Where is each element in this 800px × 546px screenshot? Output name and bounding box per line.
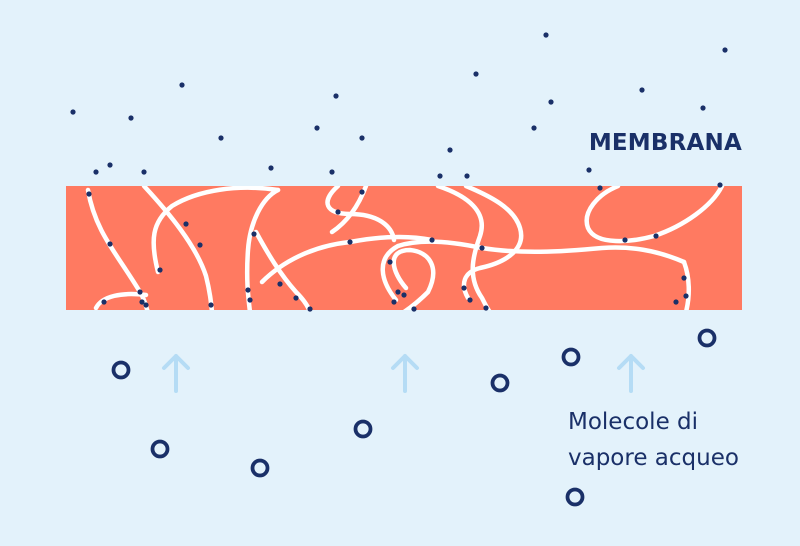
particle-dot-26 (86, 191, 92, 197)
up-arrow-icon-path-3 (617, 354, 645, 393)
particle-dot-7 (359, 135, 365, 141)
particle-dot-16 (548, 99, 554, 105)
particle-dot-38 (247, 297, 253, 303)
up-arrow-icon-path-2 (391, 354, 419, 393)
up-arrow-icon-path-1 (162, 354, 190, 393)
particle-dot-45 (429, 237, 435, 243)
vapor-label: Molecole di vapore acqueo (568, 404, 739, 476)
vapor-label-line-2: vapore acqueo (568, 445, 739, 471)
particle-dot-41 (307, 306, 313, 312)
particle-dot-20 (447, 147, 453, 153)
particle-dot-5 (333, 93, 339, 99)
particle-dot-28 (157, 267, 163, 273)
particle-dot-29 (183, 221, 189, 227)
vapor-molecule-ring-3 (250, 458, 270, 478)
particle-dot-1 (70, 109, 76, 115)
particle-dot-10 (93, 169, 99, 175)
particle-dot-56 (653, 233, 659, 239)
up-arrow-icon (617, 354, 645, 393)
fiber-6 (253, 229, 312, 310)
particle-dot-59 (673, 299, 679, 305)
particle-dot-30 (197, 242, 203, 248)
particle-dot-6 (314, 125, 320, 131)
up-arrow-icon (162, 354, 190, 393)
fiber-10 (391, 247, 436, 310)
vapor-label-line-1: Molecole di (568, 409, 699, 435)
particle-dots (70, 32, 728, 312)
particle-dot-39 (277, 281, 283, 287)
particle-dot-25 (717, 182, 723, 188)
upward-arrows (162, 354, 645, 393)
particle-dot-24 (597, 185, 603, 191)
particle-dot-58 (683, 293, 689, 299)
particle-dot-57 (681, 275, 687, 281)
particle-dot-54 (483, 305, 489, 311)
particle-dot-15 (722, 47, 728, 53)
particle-dot-52 (461, 285, 467, 291)
particle-dot-40 (293, 295, 299, 301)
vapor-molecule-ring-7 (697, 328, 717, 348)
particle-dot-50 (401, 292, 407, 298)
fiber-4 (151, 186, 281, 275)
particle-dot-19 (700, 105, 706, 111)
fiber-5 (244, 187, 281, 310)
particle-dot-21 (437, 173, 443, 179)
particle-dot-36 (251, 231, 257, 237)
particle-dot-44 (359, 189, 365, 195)
particle-dot-11 (141, 169, 147, 175)
particle-dot-2 (128, 115, 134, 121)
membrane-label: MEMBRANA (588, 130, 742, 156)
particle-dot-17 (531, 125, 537, 131)
particle-dot-27 (107, 241, 113, 247)
particle-dot-4 (218, 135, 224, 141)
particle-dot-42 (335, 209, 341, 215)
particle-dot-32 (139, 299, 145, 305)
particle-dot-47 (387, 259, 393, 265)
particle-dot-3 (179, 82, 185, 88)
particle-dot-14 (543, 32, 549, 38)
particle-dot-18 (639, 87, 645, 93)
vapor-molecule-ring-1 (111, 360, 131, 380)
particle-dot-13 (473, 71, 479, 77)
particle-dot-55 (622, 237, 628, 243)
up-arrow-icon (391, 354, 419, 393)
vapor-molecules (111, 328, 717, 507)
fiber-13 (461, 186, 524, 301)
particle-dot-31 (137, 289, 143, 295)
vapor-molecule-ring-4 (353, 419, 373, 439)
particle-dot-37 (245, 287, 251, 293)
particle-dot-23 (586, 167, 592, 173)
vapor-molecule-ring-2 (150, 439, 170, 459)
fiber-15 (681, 259, 691, 310)
particle-dot-33 (143, 302, 149, 308)
particle-dot-12 (329, 169, 335, 175)
vapor-molecule-ring-6 (561, 347, 581, 367)
fiber-3 (141, 186, 215, 310)
particle-dot-49 (391, 299, 397, 305)
particle-dot-51 (411, 306, 417, 312)
particle-dot-48 (395, 289, 401, 295)
vapor-molecule-ring-8 (565, 487, 585, 507)
particle-dot-35 (208, 302, 214, 308)
particle-dot-22 (464, 173, 470, 179)
particle-dot-9 (107, 162, 113, 168)
vapor-molecule-ring-5 (490, 373, 510, 393)
particle-dot-34 (101, 299, 107, 305)
particle-dot-46 (479, 245, 485, 251)
fiber-9 (329, 186, 369, 235)
particle-dot-43 (347, 239, 353, 245)
particle-dot-53 (467, 297, 473, 303)
particle-dot-8 (268, 165, 274, 171)
